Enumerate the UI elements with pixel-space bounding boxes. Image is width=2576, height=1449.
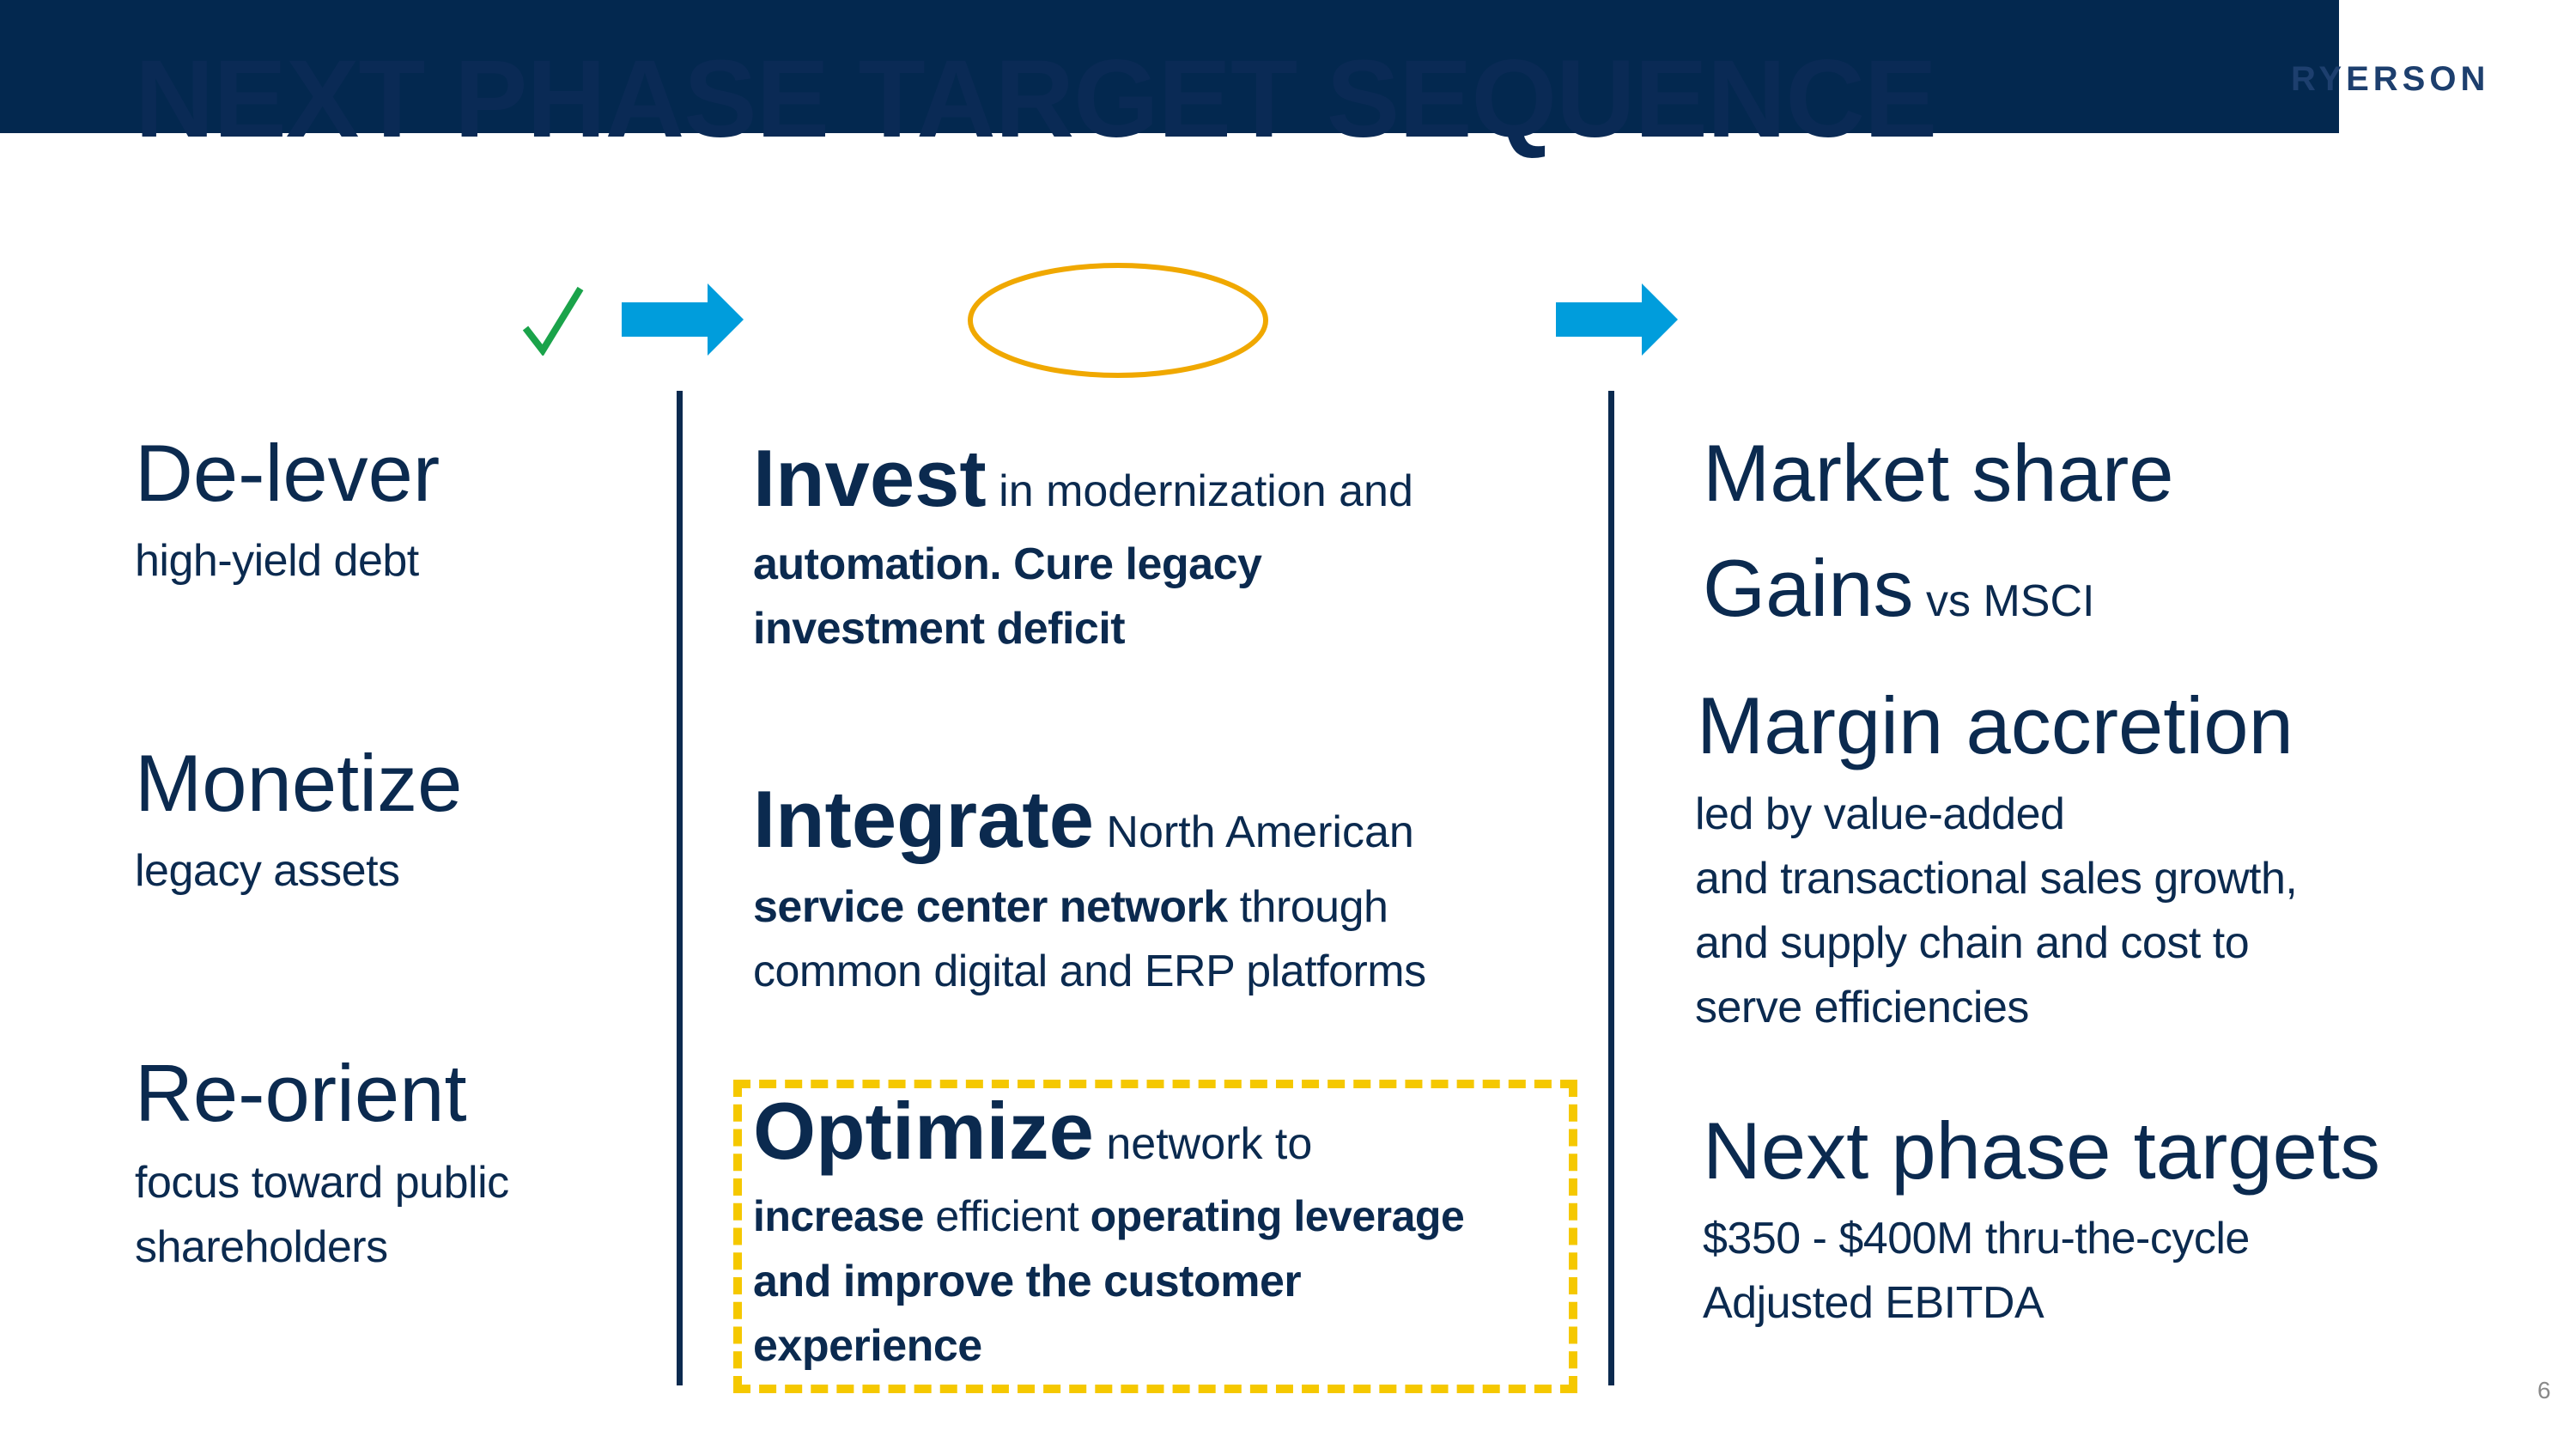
optimize-text: experience [753,1321,982,1371]
next-phase-text: $350 - $400M thru-the-cycle [1703,1214,2250,1263]
next-phase-text: Adjusted EBITDA [1703,1278,2044,1328]
monetize-heading: Monetize [135,738,463,828]
gains-line: Gains vs MSCI [1703,543,2095,633]
delever-text: high-yield debt [135,536,419,586]
delever-heading: De-lever [135,428,440,518]
dashed-highlight-box [733,1080,1577,1393]
margin-text: led by value-added [1695,789,2065,839]
optimize-text: and improve the customer [753,1257,1302,1306]
next-phase-heading: Next phase targets [1703,1105,2380,1196]
divider [677,391,683,1385]
invest-text: investment deficit [753,604,1126,654]
reorient-heading: Re-orient [135,1048,467,1138]
integrate-line: Integrate North American [753,774,1414,864]
phase-1-label: PHASE 1 [244,279,524,352]
divider [1608,391,1614,1385]
phase-3-label: PHASE 3 [1830,279,2110,352]
integrate-text: service center network through [753,882,1388,932]
ryerson-logo: RYERSON [2291,60,2490,98]
margin-text: and supply chain and cost to [1695,918,2250,968]
arrow-right-icon [622,283,744,356]
margin-heading: Margin accretion [1697,680,2293,770]
integrate-text: common digital and ERP platforms [753,947,1426,996]
highlight-circle [968,263,1268,378]
arrow-right-icon [1556,283,1678,356]
invest-heading: Invest [753,433,987,523]
margin-text: serve efficiencies [1695,983,2029,1032]
reorient-text: shareholders [135,1222,388,1272]
invest-text: automation. Cure legacy [753,539,1262,589]
optimize-text: increase efficient operating leverage [753,1192,1465,1240]
integrate-heading: Integrate [753,774,1094,864]
invest-line: Invest in modernization and [753,433,1413,523]
check-icon [522,286,584,356]
optimize-line: Optimize network to [753,1086,1313,1176]
market-share-heading: Market share [1703,428,2174,518]
page-number: 6 [2537,1377,2551,1403]
phase-bar [0,0,2339,133]
phase-2-label: PHASE 2 [989,279,1269,352]
page-title: NEXT PHASE TARGET SEQUENCE [135,38,1937,161]
margin-text: and transactional sales growth, [1695,854,2298,904]
reorient-text: focus toward public [135,1158,509,1208]
optimize-heading: Optimize [753,1086,1094,1176]
monetize-text: legacy assets [135,846,400,896]
